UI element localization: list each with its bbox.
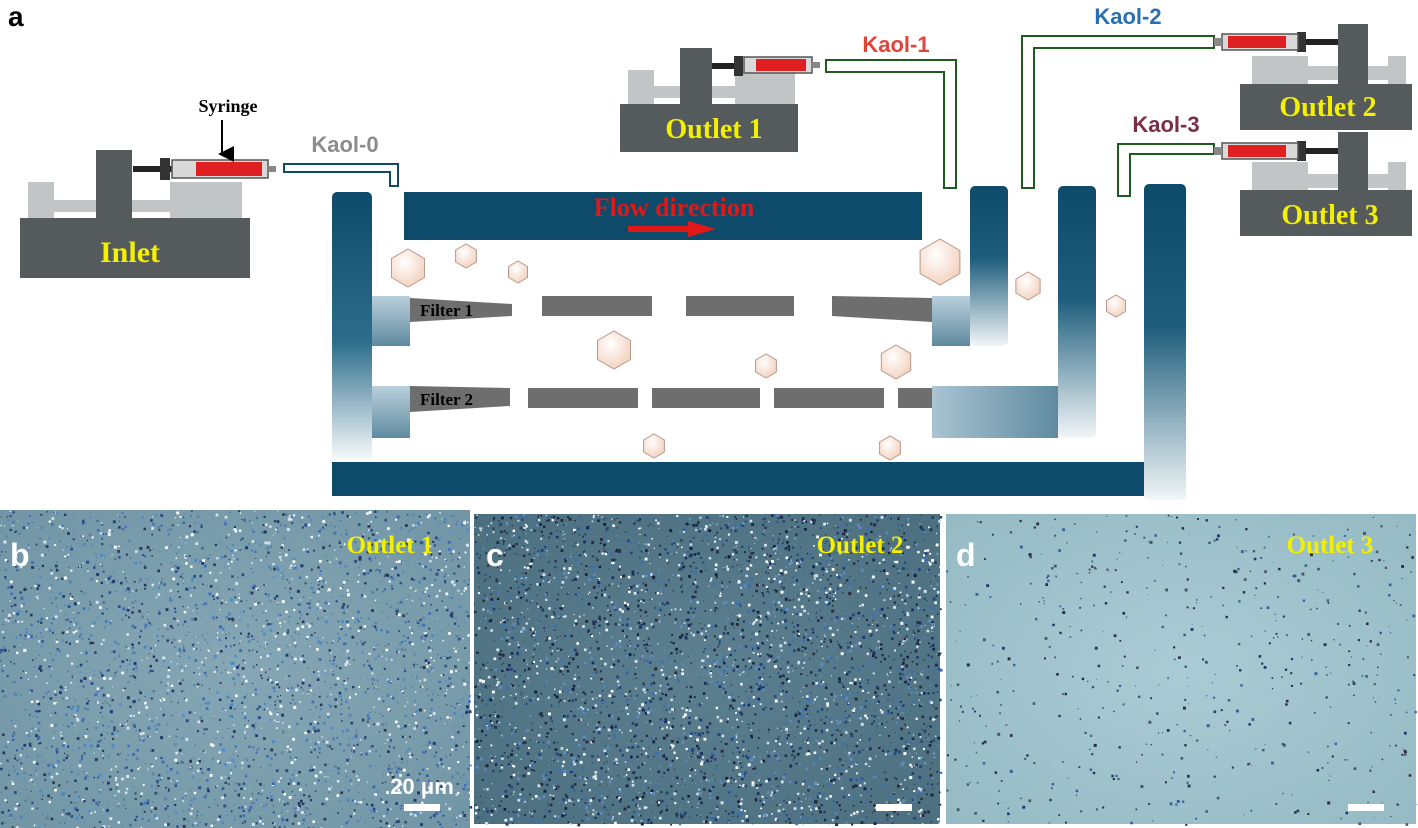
micrograph-d-title: Outlet 3: [1287, 532, 1374, 559]
particle-icon: [880, 344, 912, 380]
kaol0-tube: [283, 163, 399, 187]
particle-icon: [508, 260, 528, 284]
panel-letter-d: d: [956, 537, 976, 573]
micrograph-b-title: Outlet 1: [347, 532, 434, 559]
filter2-segment: [774, 388, 884, 408]
particle-icon: [643, 433, 665, 459]
micrograph-b: b Outlet 1 20 μm: [0, 510, 473, 828]
panel-letter-a: a: [8, 1, 24, 32]
particle-icon: [597, 330, 631, 370]
particle-texture: [474, 514, 943, 827]
scale-bar-label: 20 μm: [390, 774, 454, 799]
particle-icon: [391, 248, 425, 288]
outlet3-pump: Outlet 3: [1214, 132, 1412, 236]
particle-icon: [919, 238, 961, 286]
syringe-icon: [712, 56, 820, 76]
filter2-wedge: [410, 386, 510, 412]
particle-icon: [755, 353, 777, 379]
filter1-label: Filter 1: [420, 301, 473, 320]
particle-icon: [1015, 271, 1041, 301]
kaol3-label: Kaol-3: [1132, 112, 1199, 137]
kaol2-tube: [1021, 35, 1215, 189]
syringe-icon: [133, 158, 276, 180]
kaol3-tube: [1117, 143, 1215, 197]
scale-bar: [404, 804, 440, 811]
panel-letter-c: c: [486, 537, 504, 573]
particle-texture: [0, 510, 473, 828]
microfluidic-chip: Flow direction Filter 1 Filter 2: [332, 184, 1186, 500]
kaol0-label: Kaol-0: [311, 132, 378, 157]
filter2-label: Filter 2: [420, 390, 473, 409]
micrograph-c-title: Outlet 2: [817, 532, 904, 559]
syringe-icon: [1214, 32, 1338, 52]
inlet-label: Inlet: [100, 236, 160, 269]
filter1-wedge-right: [832, 296, 932, 322]
outlet2-pump: Outlet 2: [1214, 24, 1412, 130]
kaol1-tube: [825, 59, 957, 189]
kaol1-label: Kaol-1: [862, 32, 929, 57]
particle-icon: [455, 243, 477, 269]
flow-direction-label: Flow direction: [594, 193, 755, 222]
filter2-segment: [652, 388, 760, 408]
filter1-wedge: [410, 298, 512, 322]
inlet-pump: Inlet: [20, 150, 276, 278]
flow-arrow-icon: [628, 221, 716, 237]
filter1-segment: [686, 296, 794, 316]
scale-bar: [1348, 804, 1384, 811]
particle-texture: [946, 514, 1417, 826]
scale-bar: [876, 804, 912, 811]
micrograph-c: c Outlet 2: [474, 514, 943, 827]
filter2-segment: [898, 388, 932, 408]
outlet2-label: Outlet 2: [1279, 92, 1376, 123]
syringe-icon: [1214, 141, 1338, 161]
outlet1-pump: Outlet 1: [620, 48, 820, 152]
outlet3-label: Outlet 3: [1281, 200, 1378, 231]
outlet1-label: Outlet 1: [665, 114, 762, 145]
syringe-label: Syringe: [198, 96, 257, 116]
filter2-segment: [528, 388, 638, 408]
particle-icon: [879, 435, 901, 461]
panel-letter-b: b: [10, 537, 30, 573]
micrograph-d: d Outlet 3: [946, 514, 1417, 826]
kaolinite-particles: [391, 238, 1126, 461]
kaol2-label: Kaol-2: [1094, 4, 1161, 29]
particle-icon: [1106, 294, 1126, 318]
filter1-segment: [542, 296, 652, 316]
